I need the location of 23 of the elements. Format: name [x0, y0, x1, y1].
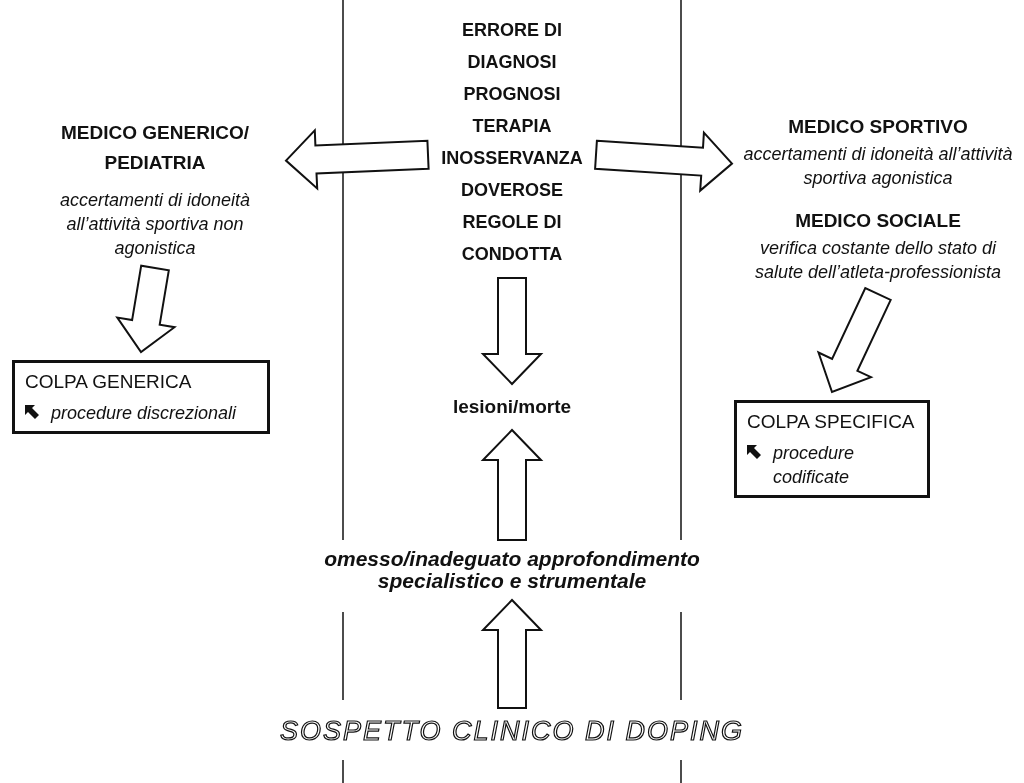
block-arrow	[816, 286, 893, 394]
description-text: procedure discrezionali	[51, 402, 237, 425]
heading-text: COLPA GENERICA	[25, 370, 193, 394]
block-arrow	[284, 128, 430, 191]
description-text: accertamenti di idoneità all’attività sportiva agonistica	[742, 143, 1014, 190]
description-text: accertamenti di idoneità all’attività sportiva non agonistica	[58, 189, 252, 260]
heading-text: MEDICO SOCIALE	[794, 209, 962, 233]
heading-text: COLPA SPECIFICA	[747, 410, 916, 434]
outcome-box	[734, 400, 930, 498]
block-arrow	[480, 277, 544, 386]
description-text: procedure codificate	[773, 442, 856, 489]
block-arrow	[480, 598, 544, 709]
block-arrow	[480, 428, 544, 541]
block-arrow	[594, 130, 734, 193]
block-arrow	[115, 264, 177, 354]
description-text: verifica costante dello stato di salute dell’atleta-professionista	[753, 237, 1003, 284]
description-text: omesso/inadeguato approfondimento specialistico e strumentale	[323, 548, 701, 592]
heading-text: MEDICO GENERICO/ PEDIATRIA	[60, 121, 250, 175]
heading-text: ERRORE DI DIAGNOSI PROGNOSI TERAPIA INOSSERVANZA DOVEROSE REGOLE DI CONDOTTA	[440, 19, 584, 266]
heading-text: MEDICO SPORTIVO	[787, 115, 969, 139]
heading-text: lesioni/morte	[451, 395, 573, 419]
outcome-box	[12, 360, 270, 434]
heading-text: SOSPETTO CLINICO DI DOPING	[278, 716, 746, 747]
